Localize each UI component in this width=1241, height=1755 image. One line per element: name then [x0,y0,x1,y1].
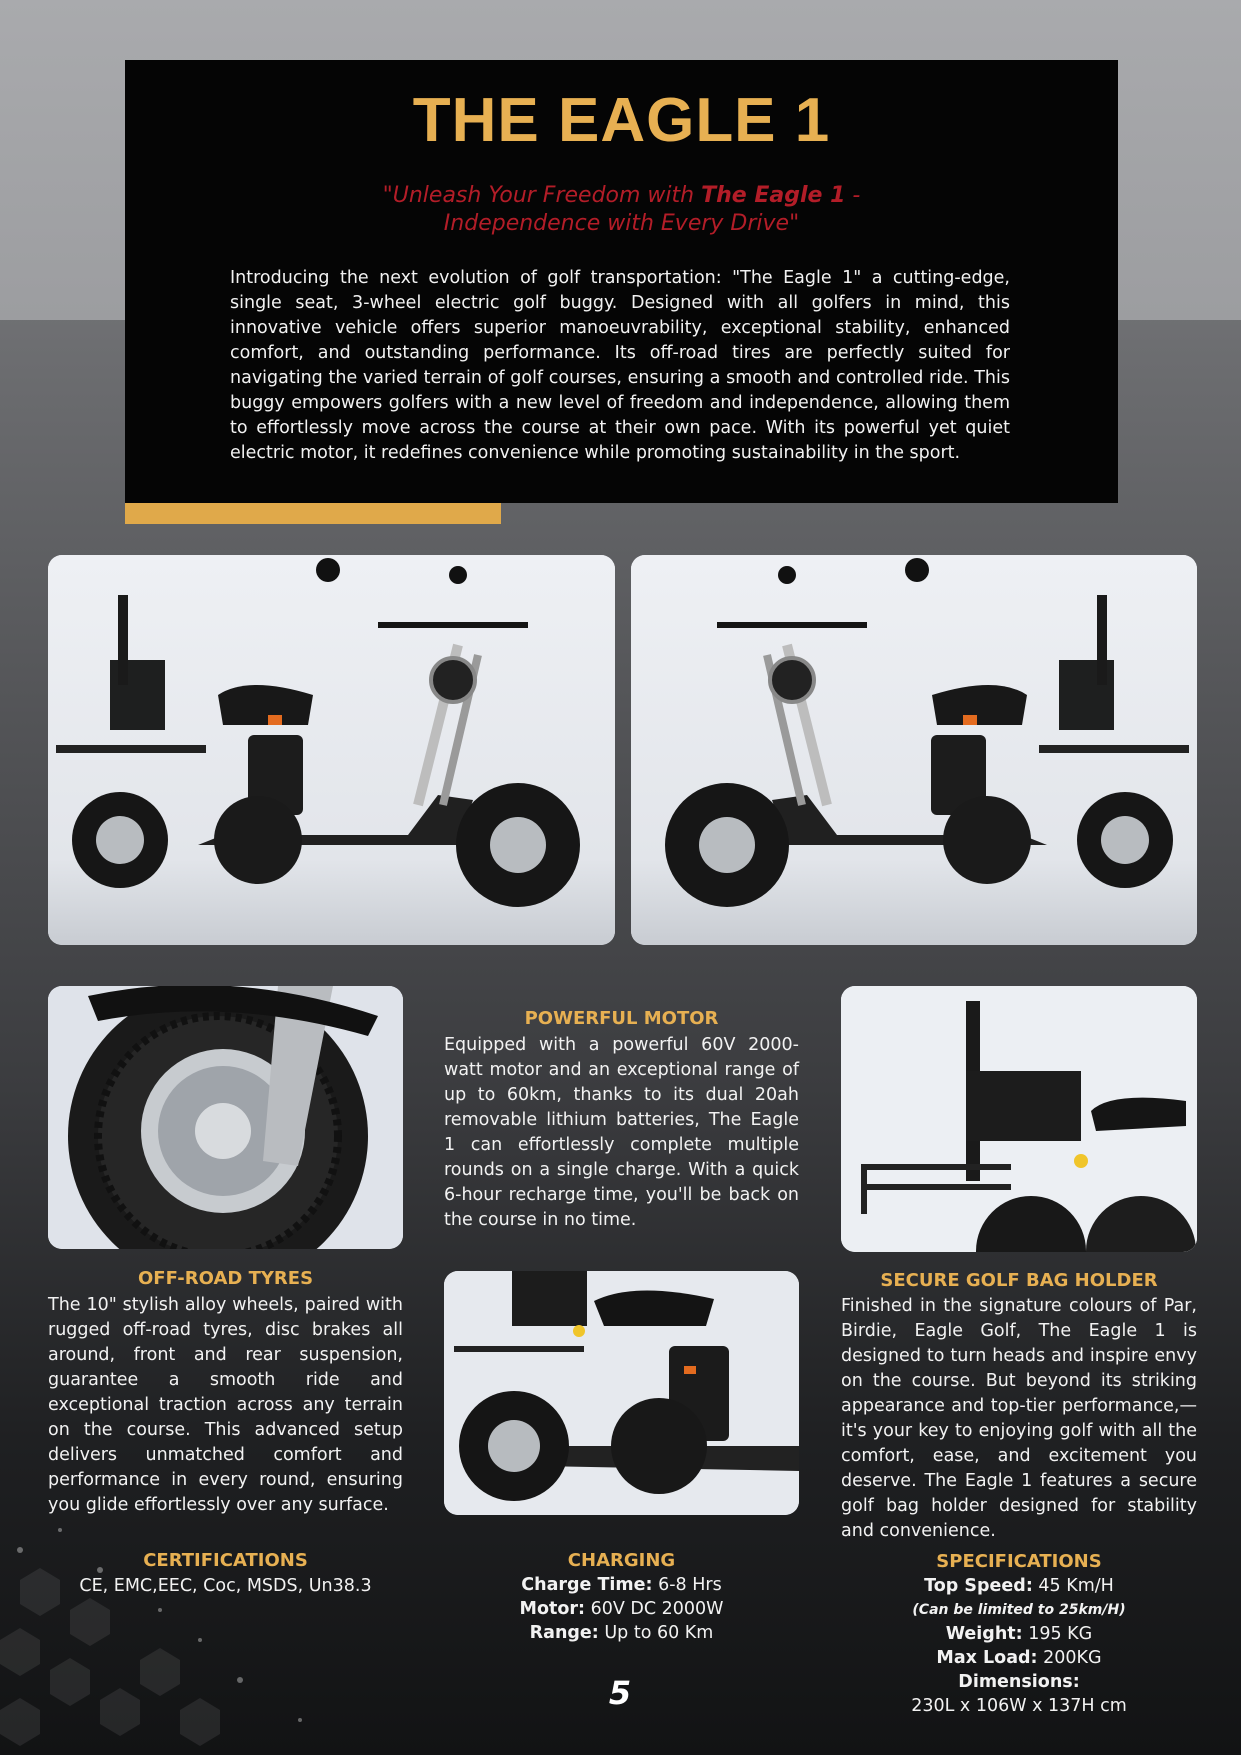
certifications-text: CE, EMC,EEC, Coc, MSDS, Un38.3 [79,1576,372,1596]
tagline-end: - [845,183,861,208]
motor-value: 60V DC 2000W [585,1599,724,1619]
page-title: THE EAGLE 1 [412,86,831,155]
spec-max-load: Max Load: 200KG [841,1646,1197,1670]
spec-dimensions-label: Dimensions: [841,1670,1197,1694]
tyres-text: The 10" stylish alloy wheels, paired wit… [48,1295,403,1515]
tyre-closeup-photo [48,986,403,1249]
gold-accent-bar [125,503,501,524]
charging-row-charge-time: Charge Time: 6-8 Hrs [444,1573,799,1597]
hexagon-pattern [0,1528,302,1746]
bag-holder-heading: SECURE GOLF BAG HOLDER [880,1270,1158,1291]
weight-label: Weight: [945,1624,1023,1644]
range-value: Up to 60 Km [598,1623,714,1643]
specifications-heading: SPECIFICATIONS [936,1551,1102,1572]
tagline-start: "Unleash Your Freedom with [382,183,702,208]
motor-text: Equipped with a powerful 60V 2000-watt m… [444,1035,799,1230]
charging-heading: CHARGING [567,1550,676,1571]
eagle-buggy-photo-left [48,555,615,945]
intro-paragraph: Introducing the next evolution of golf t… [230,268,1010,463]
top-speed-label: Top Speed: [924,1576,1033,1596]
specifications-list: Top Speed: 45 Km/H (Can be limited to 25… [841,1574,1197,1718]
motor-heading: POWERFUL MOTOR [524,1008,719,1029]
charge-time-value: 6-8 Hrs [652,1575,722,1595]
charging-row-range: Range: Up to 60 Km [444,1621,799,1645]
max-load-label: Max Load: [936,1648,1038,1668]
bag-holder-photo [841,986,1197,1252]
tagline: "Unleash Your Freedom with The Eagle 1 -… [125,182,1118,238]
charging-row-motor: Motor: 60V DC 2000W [444,1597,799,1621]
spec-dimensions-value: 230L x 106W x 137H cm [911,1696,1127,1716]
max-load-value: 200KG [1037,1648,1102,1668]
spec-limit-note: (Can be limited to 25km/H) [912,1602,1126,1618]
weight-value: 195 KG [1022,1624,1093,1644]
certifications-heading: CERTIFICATIONS [143,1550,308,1571]
range-label: Range: [529,1623,599,1643]
page-number: 5 [608,1674,632,1712]
spec-weight: Weight: 195 KG [841,1622,1197,1646]
rear-buggy-photo [444,1271,799,1515]
tyres-heading: OFF-ROAD TYRES [137,1268,314,1289]
charge-time-label: Charge Time: [521,1575,653,1595]
spec-top-speed: Top Speed: 45 Km/H [841,1574,1197,1598]
eagle-buggy-photo-right [631,555,1197,945]
motor-label: Motor: [519,1599,585,1619]
bag-holder-text: Finished in the signature colours of Par… [841,1296,1197,1541]
hero-box [125,60,1118,503]
tagline-bold: The Eagle 1 [701,183,846,208]
dimensions-label: Dimensions: [958,1672,1080,1692]
charging-list: Charge Time: 6-8 Hrs Motor: 60V DC 2000W… [444,1573,799,1645]
tagline-line2: Independence with Every Drive" [443,211,800,236]
top-speed-value: 45 Km/H [1032,1576,1114,1596]
